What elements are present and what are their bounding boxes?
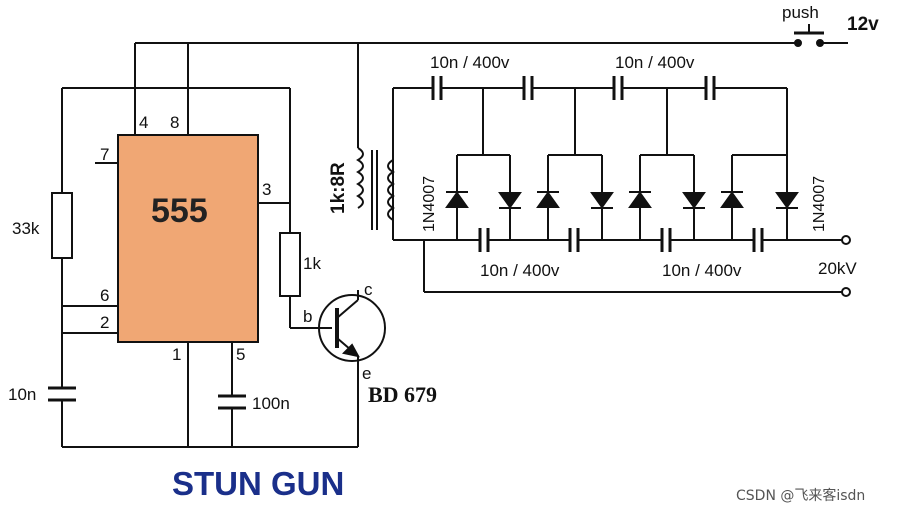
diode-right-label: 1N4007	[811, 176, 828, 232]
pin-7-label: 7	[100, 145, 109, 164]
pin-e-label: e	[362, 364, 371, 383]
transformer	[356, 147, 395, 230]
pin-4-label: 4	[139, 113, 148, 132]
pin-5-label: 5	[236, 345, 245, 364]
cap-top-1-label: 10n / 400v	[430, 53, 510, 72]
diode-left-label: 1N4007	[421, 176, 438, 232]
cap-bot-1-label: 10n / 400v	[480, 261, 560, 280]
cap-bot-2-label: 10n / 400v	[662, 261, 742, 280]
c-ctrl-label: 100n	[252, 394, 290, 413]
capacitor-100n	[218, 394, 246, 410]
pin-2-label: 2	[100, 313, 109, 332]
capacitor-top-row	[431, 76, 716, 100]
resistor-33k	[51, 192, 73, 259]
pin-b-label: b	[303, 307, 312, 326]
transistor-bd679	[318, 290, 386, 366]
chip-555	[117, 134, 259, 343]
pin-1-label: 1	[172, 345, 181, 364]
watermark: CSDN @飞来客isdn	[736, 487, 865, 504]
capacitor-bottom-row	[478, 228, 764, 252]
pin-3-label: 3	[262, 180, 271, 199]
supply-label: 12v	[847, 14, 879, 35]
c-timing-label: 10n	[8, 385, 36, 404]
output-label: 20kV	[818, 259, 857, 278]
r-timing-label: 33k	[12, 219, 40, 238]
diode-array	[445, 191, 799, 209]
output-terminal-hv	[841, 235, 851, 245]
diagram-title: STUN GUN	[172, 465, 344, 502]
cap-top-2-label: 10n / 400v	[615, 53, 695, 72]
r-base-label: 1k	[303, 254, 321, 273]
resistor-1k	[279, 232, 301, 297]
pin-c-label: c	[364, 280, 373, 299]
pin-6-label: 6	[100, 286, 109, 305]
capacitor-10n	[48, 386, 76, 402]
push-button-switch	[794, 24, 824, 47]
output-terminal-gnd	[841, 287, 851, 297]
chip-name: 555	[151, 192, 208, 230]
transistor-label: BD 679	[368, 382, 437, 407]
pin-8-label: 8	[170, 113, 179, 132]
transformer-label: 1k:8R	[328, 162, 349, 214]
push-label: push	[782, 3, 819, 22]
